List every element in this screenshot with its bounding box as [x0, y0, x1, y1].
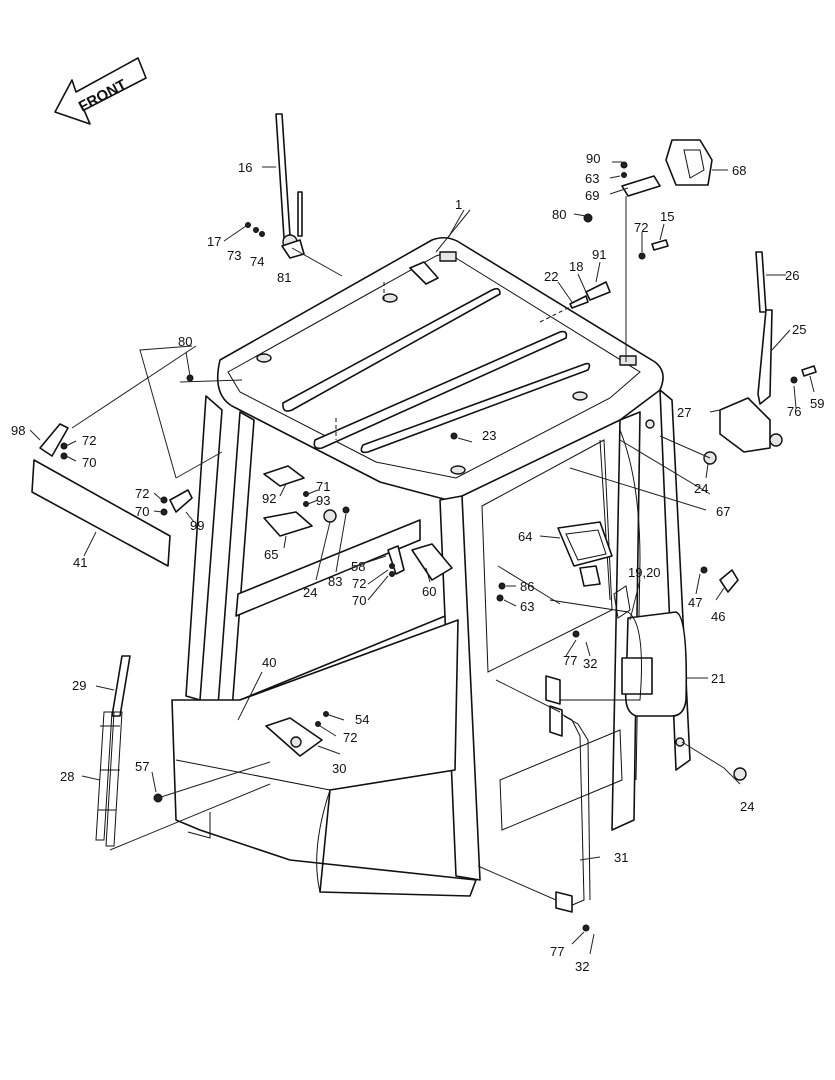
- callout-83: 83: [328, 574, 342, 589]
- callout-30: 30: [332, 761, 346, 776]
- callout-19-20: 19,20: [628, 565, 661, 580]
- callout-15: 15: [660, 209, 674, 224]
- work-light-front: [557, 521, 613, 587]
- callout-63-b: 63: [520, 599, 534, 614]
- callout-60: 60: [422, 584, 436, 599]
- callout-77-b: 77: [550, 944, 564, 959]
- callout-24-inner: 24: [303, 585, 317, 600]
- callout-91: 91: [592, 247, 606, 262]
- callout-32-a: 32: [583, 656, 597, 671]
- work-light-rear: [583, 139, 713, 223]
- interior-mirror: [387, 543, 453, 581]
- callout-71: 71: [316, 479, 330, 494]
- front-arrow-icon: FRONT: [54, 57, 147, 125]
- callout-72-b: 72: [135, 486, 149, 501]
- callout-47: 47: [688, 595, 702, 610]
- callout-72-e: 72: [343, 730, 357, 745]
- callout-26: 26: [785, 268, 799, 283]
- mirror-assembly: [549, 585, 688, 717]
- callout-29: 29: [72, 678, 86, 693]
- callout-69: 69: [585, 188, 599, 203]
- callout-41: 41: [73, 555, 87, 570]
- callout-70-a: 70: [82, 455, 96, 470]
- callout-72-a: 72: [82, 433, 96, 448]
- callout-72-c: 72: [634, 220, 648, 235]
- leader-lines: [29, 161, 815, 955]
- caps: [323, 419, 747, 781]
- lower-body: [171, 619, 477, 897]
- callout-58: 58: [351, 559, 365, 574]
- callout-24-lower: 24: [740, 799, 754, 814]
- callout-80-a: 80: [552, 207, 566, 222]
- callout-labels: 1 15 16 17 18 19,20 21 22 23 24 24 24 25…: [11, 151, 824, 974]
- callout-86: 86: [520, 579, 534, 594]
- handrail: [545, 675, 591, 913]
- callout-70-b: 70: [135, 504, 149, 519]
- callout-74: 74: [250, 254, 264, 269]
- callout-16: 16: [238, 160, 252, 175]
- sun-visor: [31, 423, 193, 567]
- callout-21: 21: [711, 671, 725, 686]
- bracket-46: [700, 566, 739, 593]
- callout-28: 28: [60, 769, 74, 784]
- callout-63-a: 63: [585, 171, 599, 186]
- callout-57: 57: [135, 759, 149, 774]
- callout-73: 73: [227, 248, 241, 263]
- callout-25: 25: [792, 322, 806, 337]
- callout-65: 65: [264, 547, 278, 562]
- callout-70-c: 70: [352, 593, 366, 608]
- mounting-hardware-top-right: [569, 239, 669, 309]
- callout-76: 76: [787, 404, 801, 419]
- callout-59: 59: [810, 396, 824, 411]
- cab-body: [171, 236, 691, 897]
- callout-24-rear: 24: [694, 481, 708, 496]
- socket-30: [265, 711, 329, 757]
- rear-wiper-assembly: [719, 251, 817, 453]
- front-wiper-assembly: [95, 655, 163, 847]
- fasteners: [186, 374, 590, 932]
- callout-22: 22: [544, 269, 558, 284]
- antenna: [245, 113, 305, 259]
- callout-54: 54: [355, 712, 369, 727]
- callout-72-d: 72: [352, 576, 366, 591]
- callout-17: 17: [207, 234, 221, 249]
- callout-23: 23: [482, 428, 496, 443]
- interior-lights: [263, 465, 313, 537]
- callout-67: 67: [716, 504, 730, 519]
- callout-46: 46: [711, 609, 725, 624]
- callout-99: 99: [190, 518, 204, 533]
- callout-27: 27: [677, 405, 691, 420]
- callout-64: 64: [518, 529, 532, 544]
- callout-68: 68: [732, 163, 746, 178]
- callout-92: 92: [262, 491, 276, 506]
- callout-40: 40: [262, 655, 276, 670]
- callout-98: 98: [11, 423, 25, 438]
- callout-80-b: 80: [178, 334, 192, 349]
- callout-81: 81: [277, 270, 291, 285]
- callout-90: 90: [586, 151, 600, 166]
- callout-31: 31: [614, 850, 628, 865]
- callout-93: 93: [316, 493, 330, 508]
- callout-32-b: 32: [575, 959, 589, 974]
- callout-1: 1: [455, 197, 462, 212]
- assembly-lines: [335, 282, 573, 440]
- callout-18: 18: [569, 259, 583, 274]
- callout-77-a: 77: [563, 653, 577, 668]
